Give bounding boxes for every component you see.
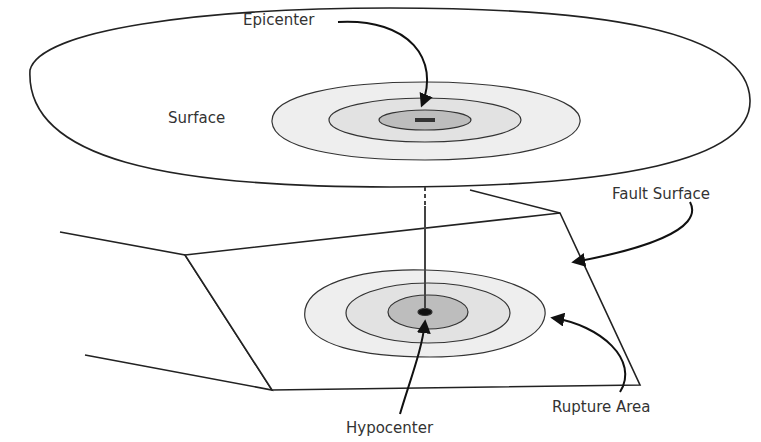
label-text: Surface bbox=[168, 110, 225, 127]
leader-arrows bbox=[338, 22, 692, 414]
label-text: Rupture Area bbox=[552, 399, 651, 416]
projection-line bbox=[424, 206, 426, 309]
fault-block bbox=[60, 190, 640, 390]
label-text: Hypocenter bbox=[346, 420, 433, 437]
label-text: Fault Surface bbox=[612, 186, 710, 203]
label-text: Epicenter bbox=[243, 12, 314, 29]
surface-plane bbox=[30, 8, 750, 206]
